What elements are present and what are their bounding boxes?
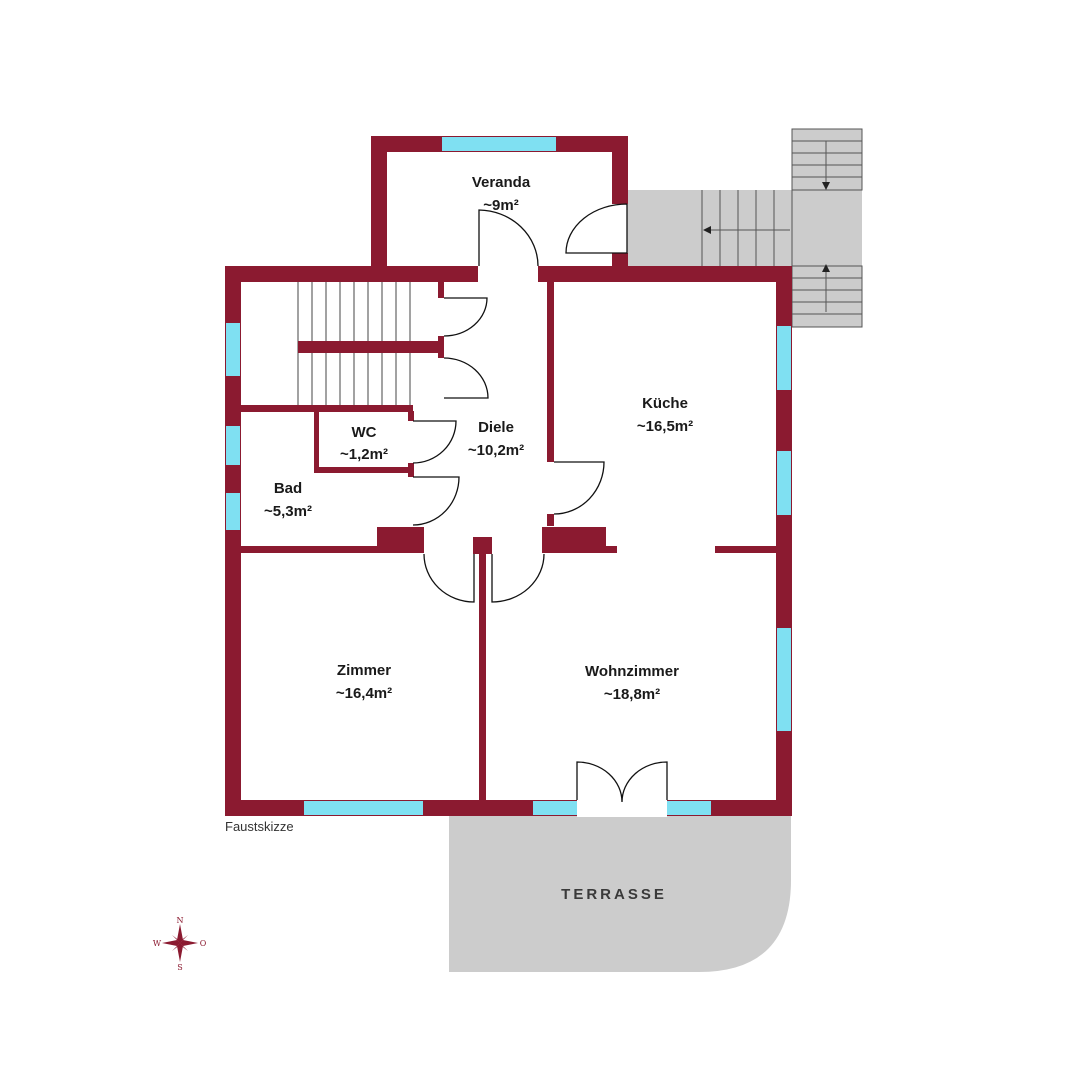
- door-kueche: [553, 461, 605, 515]
- door-bad: [412, 476, 460, 526]
- door-stair-lower: [443, 357, 489, 399]
- door-veranda-entrance: [565, 203, 628, 254]
- compass-south: S: [177, 963, 182, 972]
- room-area-diele: ~10,2m²: [468, 442, 524, 459]
- door-terrace: [576, 761, 668, 803]
- room-name-kueche: Küche: [642, 395, 688, 412]
- room-name-diele: Diele: [478, 419, 514, 436]
- wall-openings: [478, 265, 667, 817]
- room-name-veranda: Veranda: [472, 174, 531, 191]
- door-stair-upper: [443, 297, 488, 337]
- compass-rose-icon: N S W O: [153, 916, 207, 972]
- room-area-wohnzimmer: ~18,8m²: [604, 686, 660, 703]
- compass-west: W: [153, 939, 162, 948]
- door-wohnzimmer: [491, 553, 545, 603]
- outdoor-stair-landing: [792, 190, 862, 266]
- sketch-note: Faustskizze: [225, 819, 294, 834]
- room-area-veranda: ~9m²: [483, 197, 518, 214]
- compass-north: N: [177, 916, 184, 925]
- room-labels: Veranda ~9m² Küche ~16,5m² Diele ~10,2m²…: [264, 174, 693, 903]
- windows: [226, 137, 791, 815]
- outdoor-stair-top: [792, 129, 862, 190]
- room-name-zimmer: Zimmer: [337, 662, 391, 679]
- door-zimmer: [423, 553, 475, 603]
- compass-east: O: [200, 939, 207, 948]
- stair-arrows: [703, 182, 830, 272]
- outdoor-stair-bottom: [792, 266, 862, 327]
- room-area-bad: ~5,3m²: [264, 503, 312, 520]
- door-wc: [412, 420, 457, 464]
- room-name-bad: Bad: [274, 480, 302, 497]
- room-name-wc: WC: [352, 424, 377, 441]
- terrace-area: [449, 815, 791, 972]
- room-area-wc: ~1,2m²: [340, 446, 388, 463]
- door-diele-veranda: [478, 209, 539, 267]
- terrace-label: TERRASSE: [561, 886, 667, 903]
- doors: [412, 203, 668, 803]
- room-area-kueche: ~16,5m²: [637, 418, 693, 435]
- room-area-zimmer: ~16,4m²: [336, 685, 392, 702]
- room-name-wohnzimmer: Wohnzimmer: [585, 663, 679, 680]
